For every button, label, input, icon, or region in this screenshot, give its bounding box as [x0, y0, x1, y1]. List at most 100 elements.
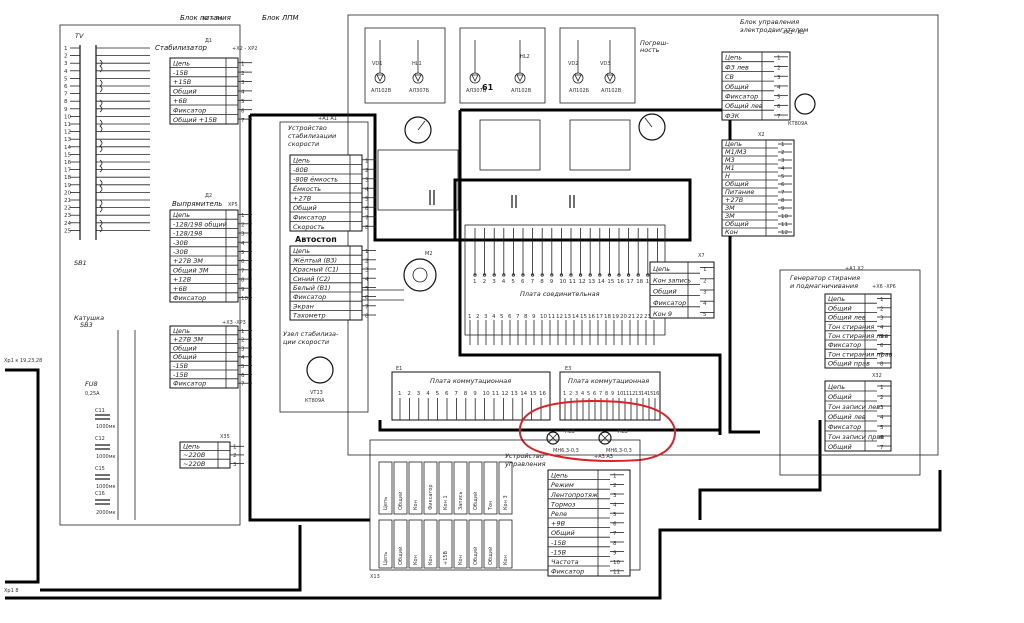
- control-vertical-label: Кон 1: [443, 495, 449, 510]
- cb-top-node: [569, 273, 573, 277]
- cb-bottom-pin-number: 10: [540, 314, 547, 320]
- power-unit-title: Блок питания: [180, 14, 231, 22]
- speed-ref: +А1 А1: [318, 116, 337, 122]
- speed-top-row: Ёмкость: [293, 184, 321, 193]
- bottom-vertical-cell: [483, 519, 498, 569]
- cb-top-pin-number: 6: [521, 279, 525, 285]
- tv-pin-number: 7: [64, 92, 68, 98]
- control-device-frame: [369, 439, 641, 571]
- cb-top-pin-number: 18: [636, 279, 643, 285]
- control-row: Частота: [551, 558, 579, 566]
- cb-bottom-pin-number: 20: [620, 314, 627, 320]
- elec-pin-number: 1: [777, 56, 781, 62]
- rectifier-xp: ХР5: [228, 202, 238, 208]
- speed-bottom-pin-number: 8: [365, 314, 369, 320]
- xs3-pin-number: 6: [241, 373, 245, 379]
- right-conn-row: Н: [725, 172, 730, 180]
- bottom-connector-ref: Х13: [370, 574, 380, 580]
- right-conn-pin-number: 6: [781, 182, 785, 188]
- speed-frame: [279, 121, 369, 413]
- c11-value: 1000мк: [96, 424, 116, 430]
- cb-bottom-pin-number: 12: [556, 314, 563, 320]
- tv-pin-number: 15: [64, 152, 71, 158]
- comm-board-1-title: Плата коммутационная: [430, 377, 511, 385]
- hl2-label: HL2: [520, 54, 530, 60]
- xs3-pin-number: 3: [241, 346, 245, 352]
- bus-lpm-loop: [458, 110, 722, 435]
- generator-block: +А1 Х2 Генератор стирания и подмагничива…: [790, 266, 896, 452]
- gen-top-row: Фиксатор: [828, 341, 861, 349]
- bottom-vertical-label: +15В: [443, 550, 449, 565]
- elec-title-1: Блок управления: [740, 18, 799, 26]
- speed-bottom-row: Синий (С2): [293, 275, 330, 283]
- gen-top-row: Тон стирания лев: [828, 332, 889, 340]
- bus-generator: [698, 420, 822, 520]
- stabilizer-row: Общий +15В: [173, 116, 217, 124]
- cb-top-node: [502, 273, 506, 277]
- speed-bottom-pin-number: 5: [365, 286, 369, 292]
- speed-title-1: Устройство: [288, 124, 327, 132]
- comm1-pin-number: 14: [520, 391, 527, 397]
- motor-label: М2: [425, 251, 433, 257]
- meter-left-needle: [417, 120, 426, 131]
- rectifier-row: -128/198 общий: [173, 220, 227, 228]
- comm1-pin-number: 9: [473, 391, 477, 397]
- control-row: Фиксатор: [551, 568, 584, 576]
- gen-ref3: Х32: [872, 373, 882, 379]
- rectifier-row: Фиксатор: [173, 294, 206, 302]
- record-conn-row: Фиксатор: [653, 299, 686, 307]
- fuse-value: 0,25А: [85, 391, 100, 397]
- lpm-frame: [347, 14, 939, 456]
- rectifier-pin-number: 7: [241, 268, 245, 274]
- gen-ref: +А1 Х2: [845, 266, 864, 272]
- tv-pin-number: 4: [64, 69, 68, 75]
- cb-bottom-pin-number: 14: [572, 314, 579, 320]
- cb-top-node: [636, 273, 640, 277]
- rectifier-pin-number: 1: [241, 213, 245, 219]
- lamp-right-type: МН6,3-0,3: [606, 448, 632, 454]
- elec-pin-number: 6: [777, 104, 781, 110]
- cb-top-node: [530, 273, 535, 277]
- record-conn-pin-number: 5: [703, 312, 707, 318]
- led-type-label: АЛ102В: [371, 88, 392, 94]
- tv-pin-number: 2: [64, 54, 68, 60]
- xs3-pin-number: 5: [241, 364, 245, 370]
- stabilizer-row: +15В: [173, 78, 192, 86]
- speed-top-pin-number: 7: [365, 216, 369, 222]
- comm2-pin-number: 12: [629, 391, 635, 397]
- speed-bottom-row: Красный (С1): [293, 266, 339, 274]
- right-conn-row: М1: [725, 164, 735, 172]
- bottom-bus-2: [40, 525, 302, 592]
- vt4-transistor: [794, 93, 816, 115]
- right-conn-row: Кон: [725, 228, 738, 236]
- tv-coil-winding: [99, 219, 103, 233]
- speed-bottom-pin-number: 4: [365, 277, 369, 283]
- comm2-pin-number: 7: [599, 391, 602, 397]
- control-vertical-label: Кон 3: [503, 495, 509, 510]
- control-vertical-label: Общий: [472, 492, 479, 510]
- tv-pin-number: 6: [64, 84, 68, 90]
- control-row: Общий: [551, 529, 575, 537]
- control-vertical-cell: [423, 461, 438, 515]
- meter-left: [404, 116, 432, 144]
- xs3-pin-number: 2: [241, 338, 245, 344]
- xs3-pin-number: 7: [241, 382, 245, 388]
- vt13-label: VT13: [310, 390, 323, 396]
- elec-row: ФЗ лев: [725, 63, 749, 71]
- speed-bottom-row: Белый (В1): [293, 284, 331, 292]
- record-conn-pin-number: 2: [703, 278, 707, 284]
- control-pin-number: 10: [613, 560, 620, 566]
- bottom-vertical-label: Общий: [472, 547, 479, 565]
- bottom-bus: [5, 470, 942, 600]
- cb-top-node: [482, 273, 487, 277]
- rectifier-pin-number: 4: [241, 241, 245, 247]
- xs3-pin-number: 4: [241, 355, 245, 361]
- stabilizer-pin-number: 4: [241, 90, 245, 96]
- x35-row: Цепь: [183, 443, 200, 451]
- comm1-pin-number: 6: [445, 391, 449, 397]
- rectifier-row: +12В: [173, 276, 192, 284]
